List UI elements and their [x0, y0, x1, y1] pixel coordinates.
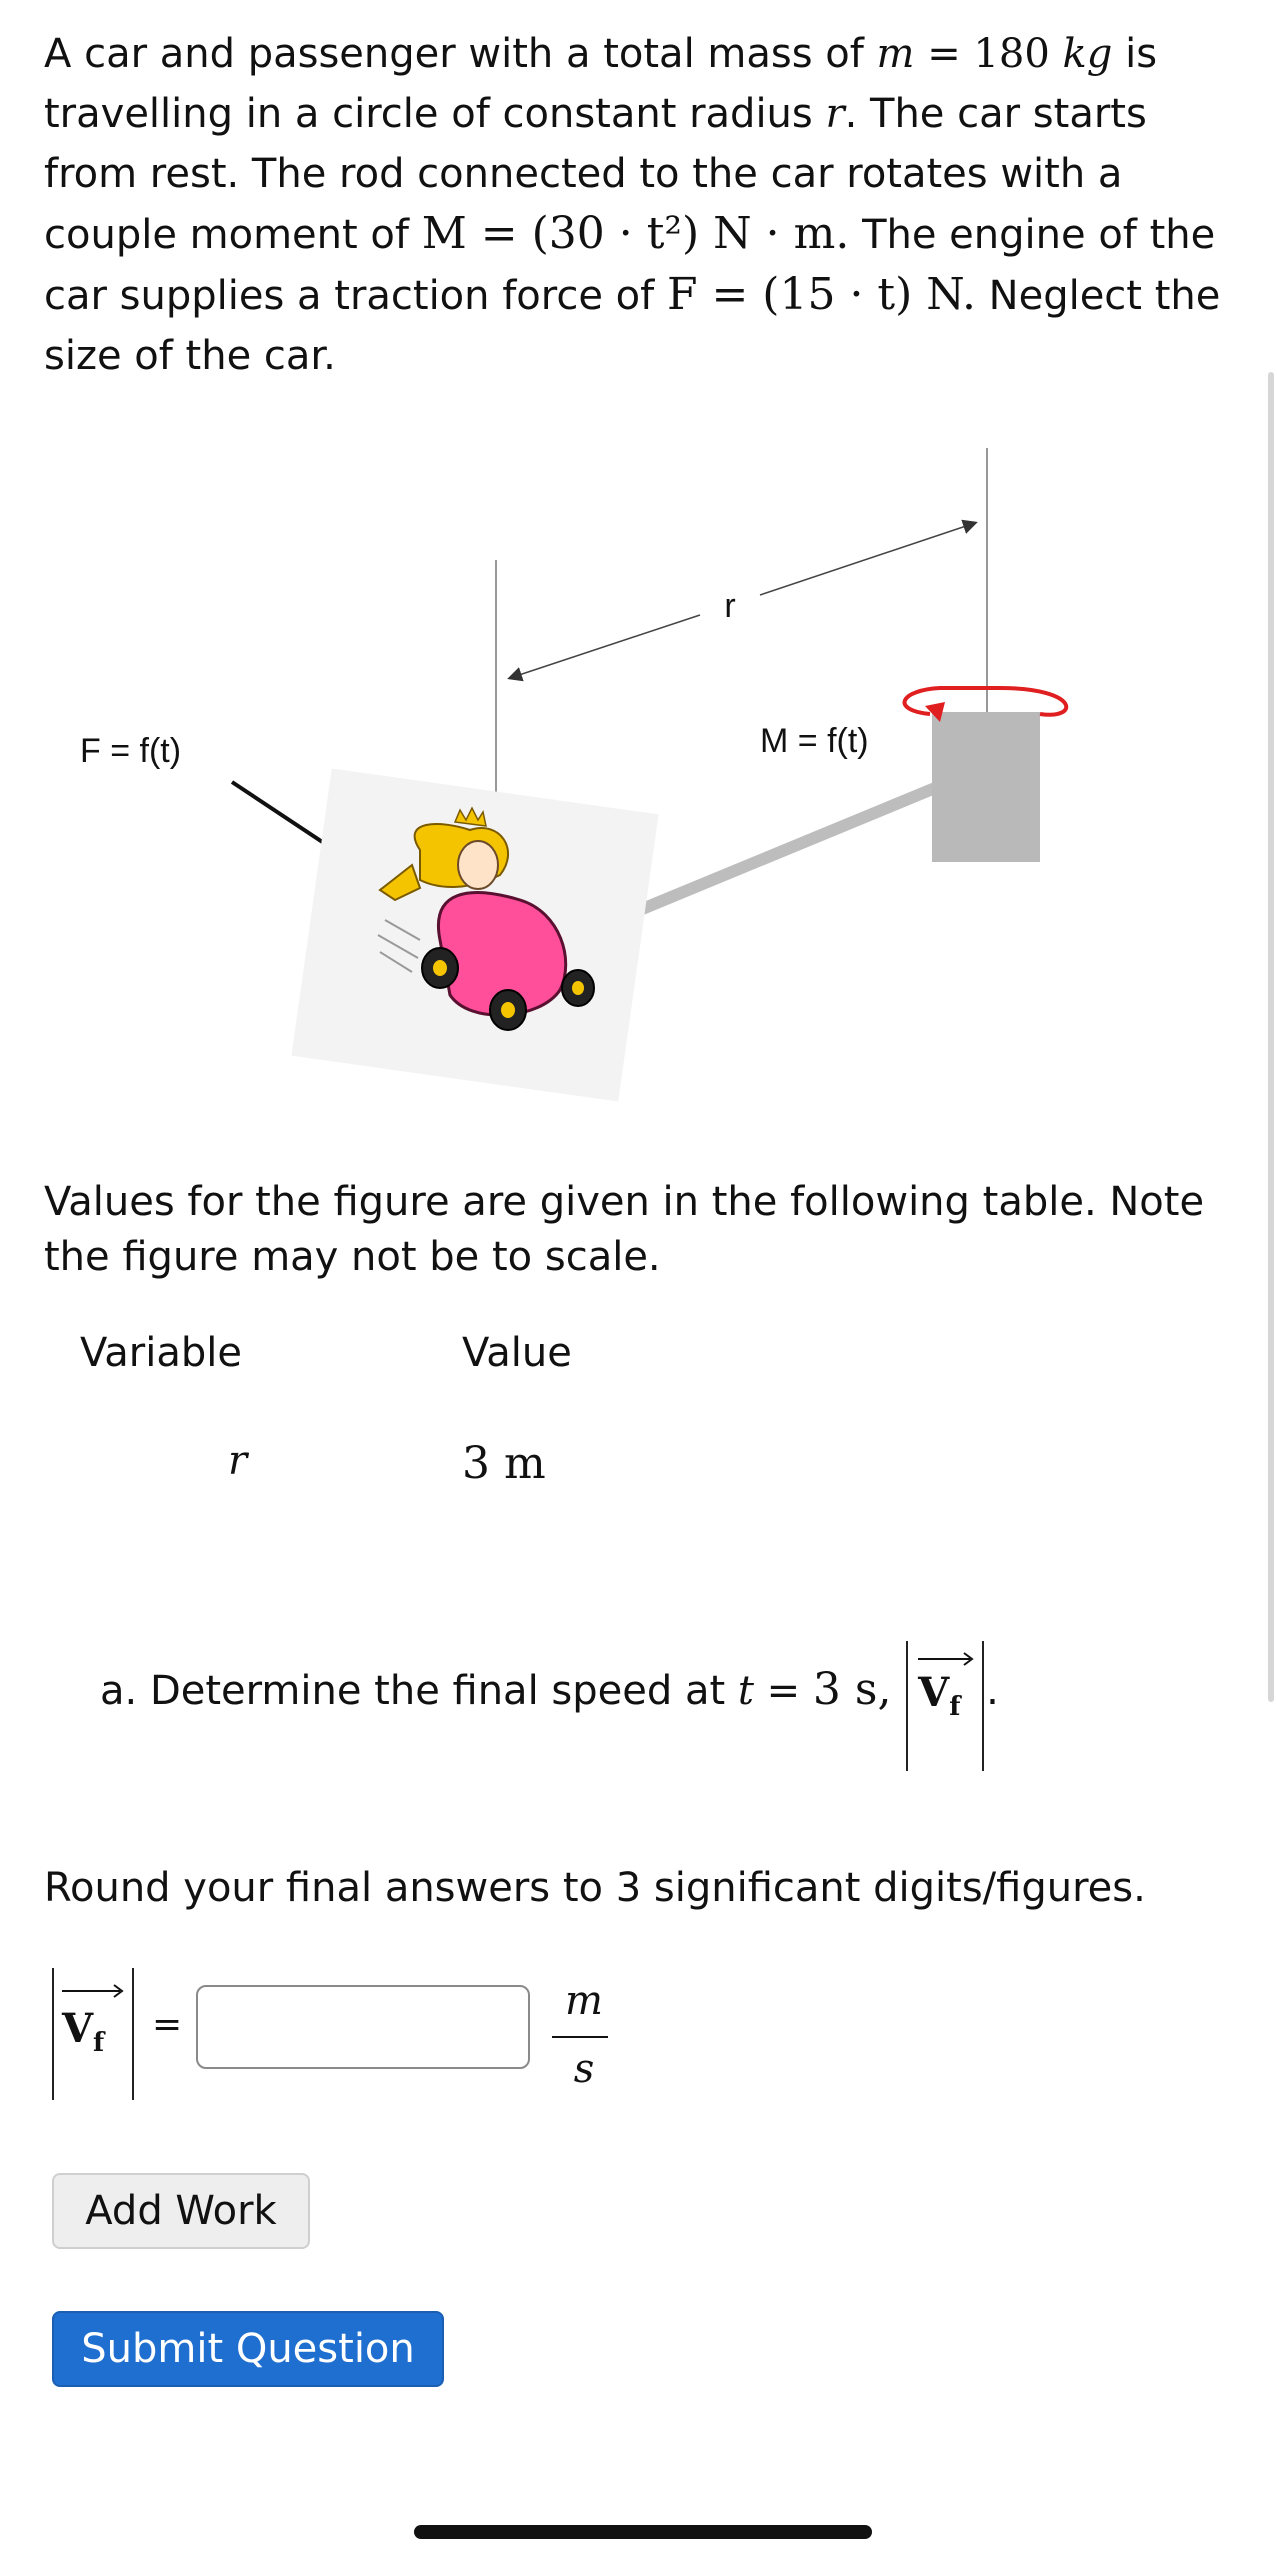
problem-text-2: is travelling in a circle of constant ra… [44, 31, 1158, 137]
vec-letter: V [918, 1669, 950, 1716]
question-text: Determine the final speed at [149, 1668, 726, 1714]
answer-equals: = [152, 2004, 183, 2045]
home-indicator[interactable] [414, 2525, 872, 2539]
moment-label: M = f(t) [760, 722, 869, 760]
submit-question-button[interactable]: Submit Question [52, 2311, 444, 2387]
final-velocity-symbol: Vf [918, 1663, 960, 1737]
radius-arrow-left [507, 614, 701, 682]
question-a: a. Determine the final speed at t = 3 s,… [100, 1641, 999, 1771]
table-header-value: Value [462, 1330, 572, 1376]
figure-svg: r F = f(t) M = f(t) m [80, 448, 1069, 1102]
unit-fraction-bar [552, 2036, 608, 2038]
radius-value: 3 m [462, 1438, 546, 1489]
time-value: 3 s, [812, 1664, 892, 1715]
kart-illustration [291, 768, 659, 1102]
table-header-variable: Variable [80, 1330, 242, 1376]
answer-vec-letter: V [62, 2005, 94, 2052]
mass-unit: kg [1062, 31, 1113, 77]
question-label: a. [100, 1668, 138, 1714]
unit-numerator: m [565, 1978, 603, 2024]
equals-sign: = [927, 31, 961, 77]
add-work-button[interactable]: Add Work [52, 2173, 310, 2249]
vector-arrow-icon [62, 1984, 124, 1998]
vector-arrow-icon [918, 1652, 974, 1666]
table-cell-variable: r [228, 1438, 248, 1484]
time-symbol: t [737, 1668, 754, 1714]
answer-velocity-symbol: Vf [62, 2005, 104, 2058]
radius-symbol: r [825, 91, 845, 137]
figure-note: Values for the figure are given in the f… [44, 1179, 1205, 1280]
problem-text-4: The engine of the car supplies a tractio… [44, 212, 1216, 319]
problem-statement: A car and passenger with a total mass of… [44, 24, 1244, 386]
problem-text-1: A car and passenger with a total mass of [44, 31, 864, 77]
problem-text-3: . The car starts from rest. The rod conn… [44, 91, 1147, 258]
scrollbar[interactable] [1268, 372, 1274, 1702]
rotation-arrow-icon [902, 686, 1069, 717]
radius-label: r [724, 587, 735, 625]
force-expression: F = (15 · t) N. [666, 269, 976, 320]
final-velocity-magnitude: Vf [904, 1641, 986, 1771]
rotation-arrowhead-icon [925, 702, 945, 722]
force-label: F = f(t) [80, 732, 181, 770]
unit-denominator: s [573, 2046, 595, 2092]
problem-figure: r F = f(t) M = f(t) m [0, 420, 1277, 1120]
equals-sign: = [766, 1668, 801, 1714]
radius-arrow-right [759, 519, 978, 596]
answer-vec-subscript: f [93, 2028, 105, 2058]
pivot-block [932, 712, 1040, 862]
moment-expression: M = (30 · t²) N · m. [421, 208, 850, 259]
question-end: . [986, 1668, 999, 1714]
vec-subscript: f [949, 1692, 961, 1722]
rounding-instruction: Round your final answers to 3 significan… [44, 1865, 1146, 1911]
table-cell-value: 3 m [462, 1438, 546, 1489]
problem-text: A car and passenger with a total mass of… [44, 24, 1244, 386]
mass-value: 180 [973, 31, 1050, 77]
mass-symbol: m [876, 31, 915, 77]
problem-text-5: Neglect the size of the car. [44, 273, 1221, 379]
answer-input[interactable] [196, 1985, 530, 2069]
